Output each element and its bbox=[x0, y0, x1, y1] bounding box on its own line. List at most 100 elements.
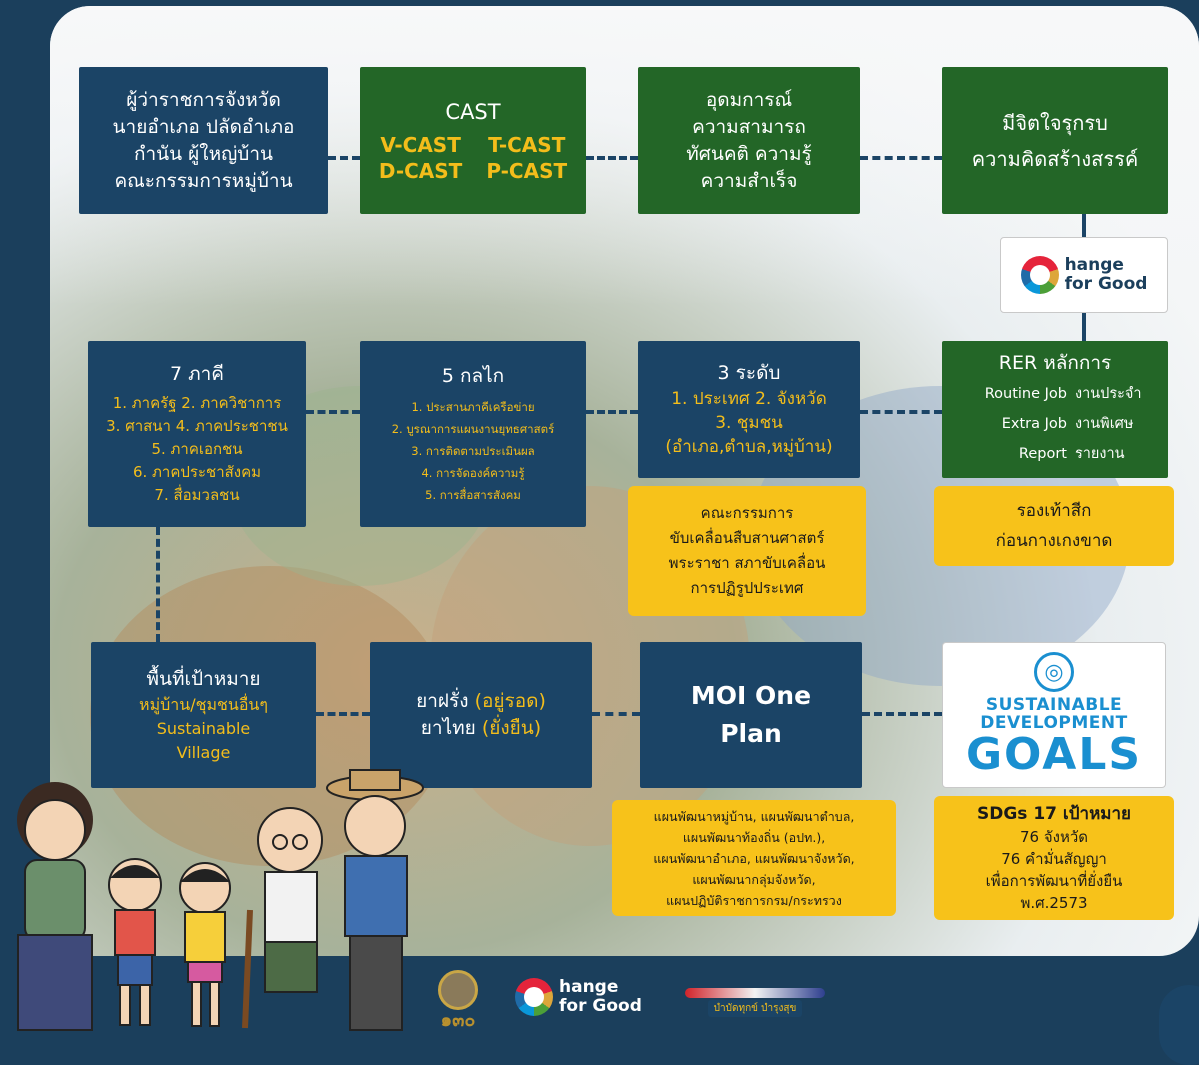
ideology-line: ความสามารถ bbox=[692, 115, 806, 138]
creativity-box: มีจิตใจรุกรบ ความคิดสร้างสรรค์ bbox=[942, 67, 1168, 214]
medicine-survive: (อยู่รอด) bbox=[474, 690, 546, 712]
rer-row: Routine Job งานประจำ bbox=[955, 379, 1155, 409]
committee-line: การปฏิรูปประเทศ bbox=[690, 579, 804, 597]
committee-box: คณะกรรมการ ขับเคลื่อนสืบสานศาสตร์ พระราช… bbox=[628, 486, 866, 616]
target-line: Village bbox=[176, 742, 231, 762]
plans-box: แผนพัฒนาหมู่บ้าน, แผนพัฒนาตำบล, แผนพัฒนา… bbox=[612, 800, 896, 916]
rer-term: Routine Job bbox=[984, 386, 1067, 402]
partners-line: 5. ภาคเอกชน bbox=[151, 440, 243, 458]
medicine-thai: ยาไทย bbox=[420, 717, 482, 739]
boots-line: ก่อนกางเกงขาด bbox=[995, 531, 1113, 551]
sdg-logo-line: DEVELOPMENT bbox=[980, 713, 1128, 733]
rer-desc: งานพิเศษ bbox=[1075, 416, 1134, 432]
connector-line bbox=[316, 712, 370, 716]
levels-line: 1. ประเทศ 2. จังหวัด bbox=[671, 389, 827, 409]
sdgs-box: SDGs 17 เป้าหมาย 76 จังหวัด 76 คำมั่นสัญ… bbox=[934, 796, 1174, 920]
plan-line: แผนพัฒนาอำเภอ, แผนพัฒนาจังหวัด, bbox=[653, 850, 855, 866]
officials-line: กำนัน ผู้ใหญ่บ้าน bbox=[133, 142, 274, 165]
officials-line: ผู้ว่าราชการจังหวัด bbox=[126, 88, 281, 111]
cast-item: T-CAST bbox=[488, 133, 566, 157]
corner-decoration bbox=[1159, 985, 1199, 1065]
sdg-logo-line: SUSTAINABLE bbox=[985, 695, 1123, 715]
footer-cfg-line-2: for Good bbox=[559, 996, 642, 1016]
medicine-sustain: (ยั่งยืน) bbox=[481, 717, 542, 739]
cast-box: CAST V-CAST T-CAST D-CAST P-CAST bbox=[360, 67, 586, 214]
moi-one-plan-box: MOI One Plan bbox=[640, 642, 862, 788]
connector-line bbox=[862, 712, 942, 716]
sdgs-line: 76 คำมั่นสัญญา bbox=[1001, 850, 1107, 868]
levels-line: (อำเภอ,ตำบล,หมู่บ้าน) bbox=[665, 437, 833, 457]
rer-desc: รายงาน bbox=[1075, 446, 1125, 462]
anniversary-number: ๑๓๐ bbox=[440, 1010, 476, 1031]
partners-title: 7 ภาคี bbox=[169, 363, 225, 385]
cartoon-man bbox=[326, 769, 424, 1031]
target-line: Sustainable bbox=[156, 718, 251, 738]
connector-line bbox=[860, 410, 942, 414]
cast-item: D-CAST bbox=[378, 159, 463, 183]
thai-flag-ribbon-icon bbox=[685, 987, 825, 998]
connector-line bbox=[1082, 313, 1086, 341]
committee-line: ขับเคลื่อนสืบสานศาสตร์ bbox=[669, 529, 825, 547]
connector-line bbox=[860, 156, 942, 160]
ideology-box: อุดมการณ์ ความสามารถ ทัศนคติ ความรู้ ควา… bbox=[638, 67, 860, 214]
plan-line: แผนพัฒนากลุ่มจังหวัด, bbox=[692, 871, 816, 887]
mechanisms-box: 5 กลไก 1. ประสานภาคีเครือข่าย 2. บูรณากา… bbox=[360, 341, 586, 527]
medicine-box: ยาฝรั่ง (อยู่รอด) ยาไทย (ยั่งยืน) bbox=[370, 642, 592, 788]
sdg-wheel-icon bbox=[515, 978, 553, 1016]
motto-logo: บำบัดทุกข์ บำรุงสุข bbox=[680, 982, 830, 1022]
sdgs-line: พ.ศ.2573 bbox=[1020, 894, 1088, 912]
partners-line: 6. ภาคประชาสังคม bbox=[132, 463, 262, 481]
mechanisms-line: 4. การจัดองค์ความรู้ bbox=[421, 465, 525, 480]
rer-desc: งานประจำ bbox=[1075, 386, 1142, 402]
medicine-line-2: ยาไทย (ยั่งยืน) bbox=[421, 715, 541, 742]
cartoon-boy bbox=[108, 858, 162, 1026]
sdgs-line: เพื่อการพัฒนาที่ยั่งยืน bbox=[985, 872, 1123, 890]
medicine-western: ยาฝรั่ง bbox=[416, 690, 475, 712]
mechanisms-line: 3. การติดตามประเมินผล bbox=[411, 443, 535, 458]
rer-term: Report bbox=[1018, 446, 1067, 462]
boots-box: รองเท้าสีก ก่อนกางเกงขาด bbox=[934, 486, 1174, 566]
connector-line bbox=[156, 527, 160, 642]
ministry-seal-icon bbox=[438, 970, 478, 1010]
mechanisms-line: 2. บูรณาการแผนงานยุทธศาสตร์ bbox=[391, 421, 555, 436]
officials-line: นายอำเภอ ปลัดอำเภอ bbox=[112, 115, 295, 138]
rer-title: RER หลักการ bbox=[998, 352, 1112, 374]
footer-cfg-line-1: hange bbox=[559, 977, 619, 997]
cast-title: CAST bbox=[445, 100, 501, 124]
ideology-line: อุดมการณ์ bbox=[705, 88, 793, 111]
cast-items: V-CAST T-CAST D-CAST P-CAST bbox=[379, 133, 567, 183]
connector-line bbox=[586, 156, 638, 160]
ideology-line: ทัศนคติ ความรู้ bbox=[686, 142, 812, 165]
rer-box: RER หลักการ Routine Job งานประจำ Extra Jo… bbox=[942, 341, 1168, 478]
rer-row: Report รายงาน bbox=[955, 439, 1155, 469]
partners-box: 7 ภาคี 1. ภาครัฐ 2. ภาควิชาการ 3. ศาสนา … bbox=[88, 341, 306, 527]
committee-line: คณะกรรมการ bbox=[700, 504, 794, 522]
sdg-logo: ◎ SUSTAINABLE DEVELOPMENT GOALS bbox=[942, 642, 1166, 788]
moi-line: Plan bbox=[720, 719, 782, 748]
creativity-line: มีจิตใจรุกรบ bbox=[1002, 110, 1108, 135]
target-title: พื้นที่เป้าหมาย bbox=[146, 667, 261, 690]
moi-line: MOI One bbox=[690, 681, 812, 710]
sdgs-title: SDGs 17 เป้าหมาย bbox=[977, 804, 1131, 824]
cartoon-grandfather bbox=[242, 807, 323, 1029]
connector-line bbox=[306, 410, 360, 414]
footer-change-for-good-logo: hange for Good bbox=[515, 978, 642, 1016]
connector-line bbox=[1082, 212, 1086, 237]
officials-box: ผู้ว่าราชการจังหวัด นายอำเภอ ปลัดอำเภอ ก… bbox=[79, 67, 328, 214]
anniversary-logo: ๑๓๐ bbox=[430, 970, 486, 1032]
cartoon-woman bbox=[17, 782, 93, 1031]
target-area-box: พื้นที่เป้าหมาย หมู่บ้าน/ชุมชนอื่นๆ Sust… bbox=[91, 642, 316, 788]
plan-line: แผนปฏิบัติราชการกรม/กระทรวง bbox=[666, 892, 842, 908]
partners-line: 1. ภาครัฐ 2. ภาควิชาการ bbox=[112, 394, 282, 412]
ideology-line: ความสำเร็จ bbox=[700, 169, 798, 192]
target-line: หมู่บ้าน/ชุมชนอื่นๆ bbox=[139, 694, 268, 714]
partners-line: 3. ศาสนา 4. ภาคประชาชน bbox=[106, 417, 288, 435]
change-for-good-logo: hange for Good bbox=[1000, 237, 1168, 313]
sdgs-line: 76 จังหวัด bbox=[1019, 828, 1089, 846]
connector-line bbox=[592, 712, 640, 716]
sdg-logo-goals: GOALS bbox=[965, 729, 1143, 780]
officials-line: คณะกรรมการหมู่บ้าน bbox=[114, 169, 293, 192]
medicine-line-1: ยาฝรั่ง (อยู่รอด) bbox=[416, 688, 546, 715]
creativity-line: ความคิดสร้างสรรค์ bbox=[971, 146, 1139, 171]
